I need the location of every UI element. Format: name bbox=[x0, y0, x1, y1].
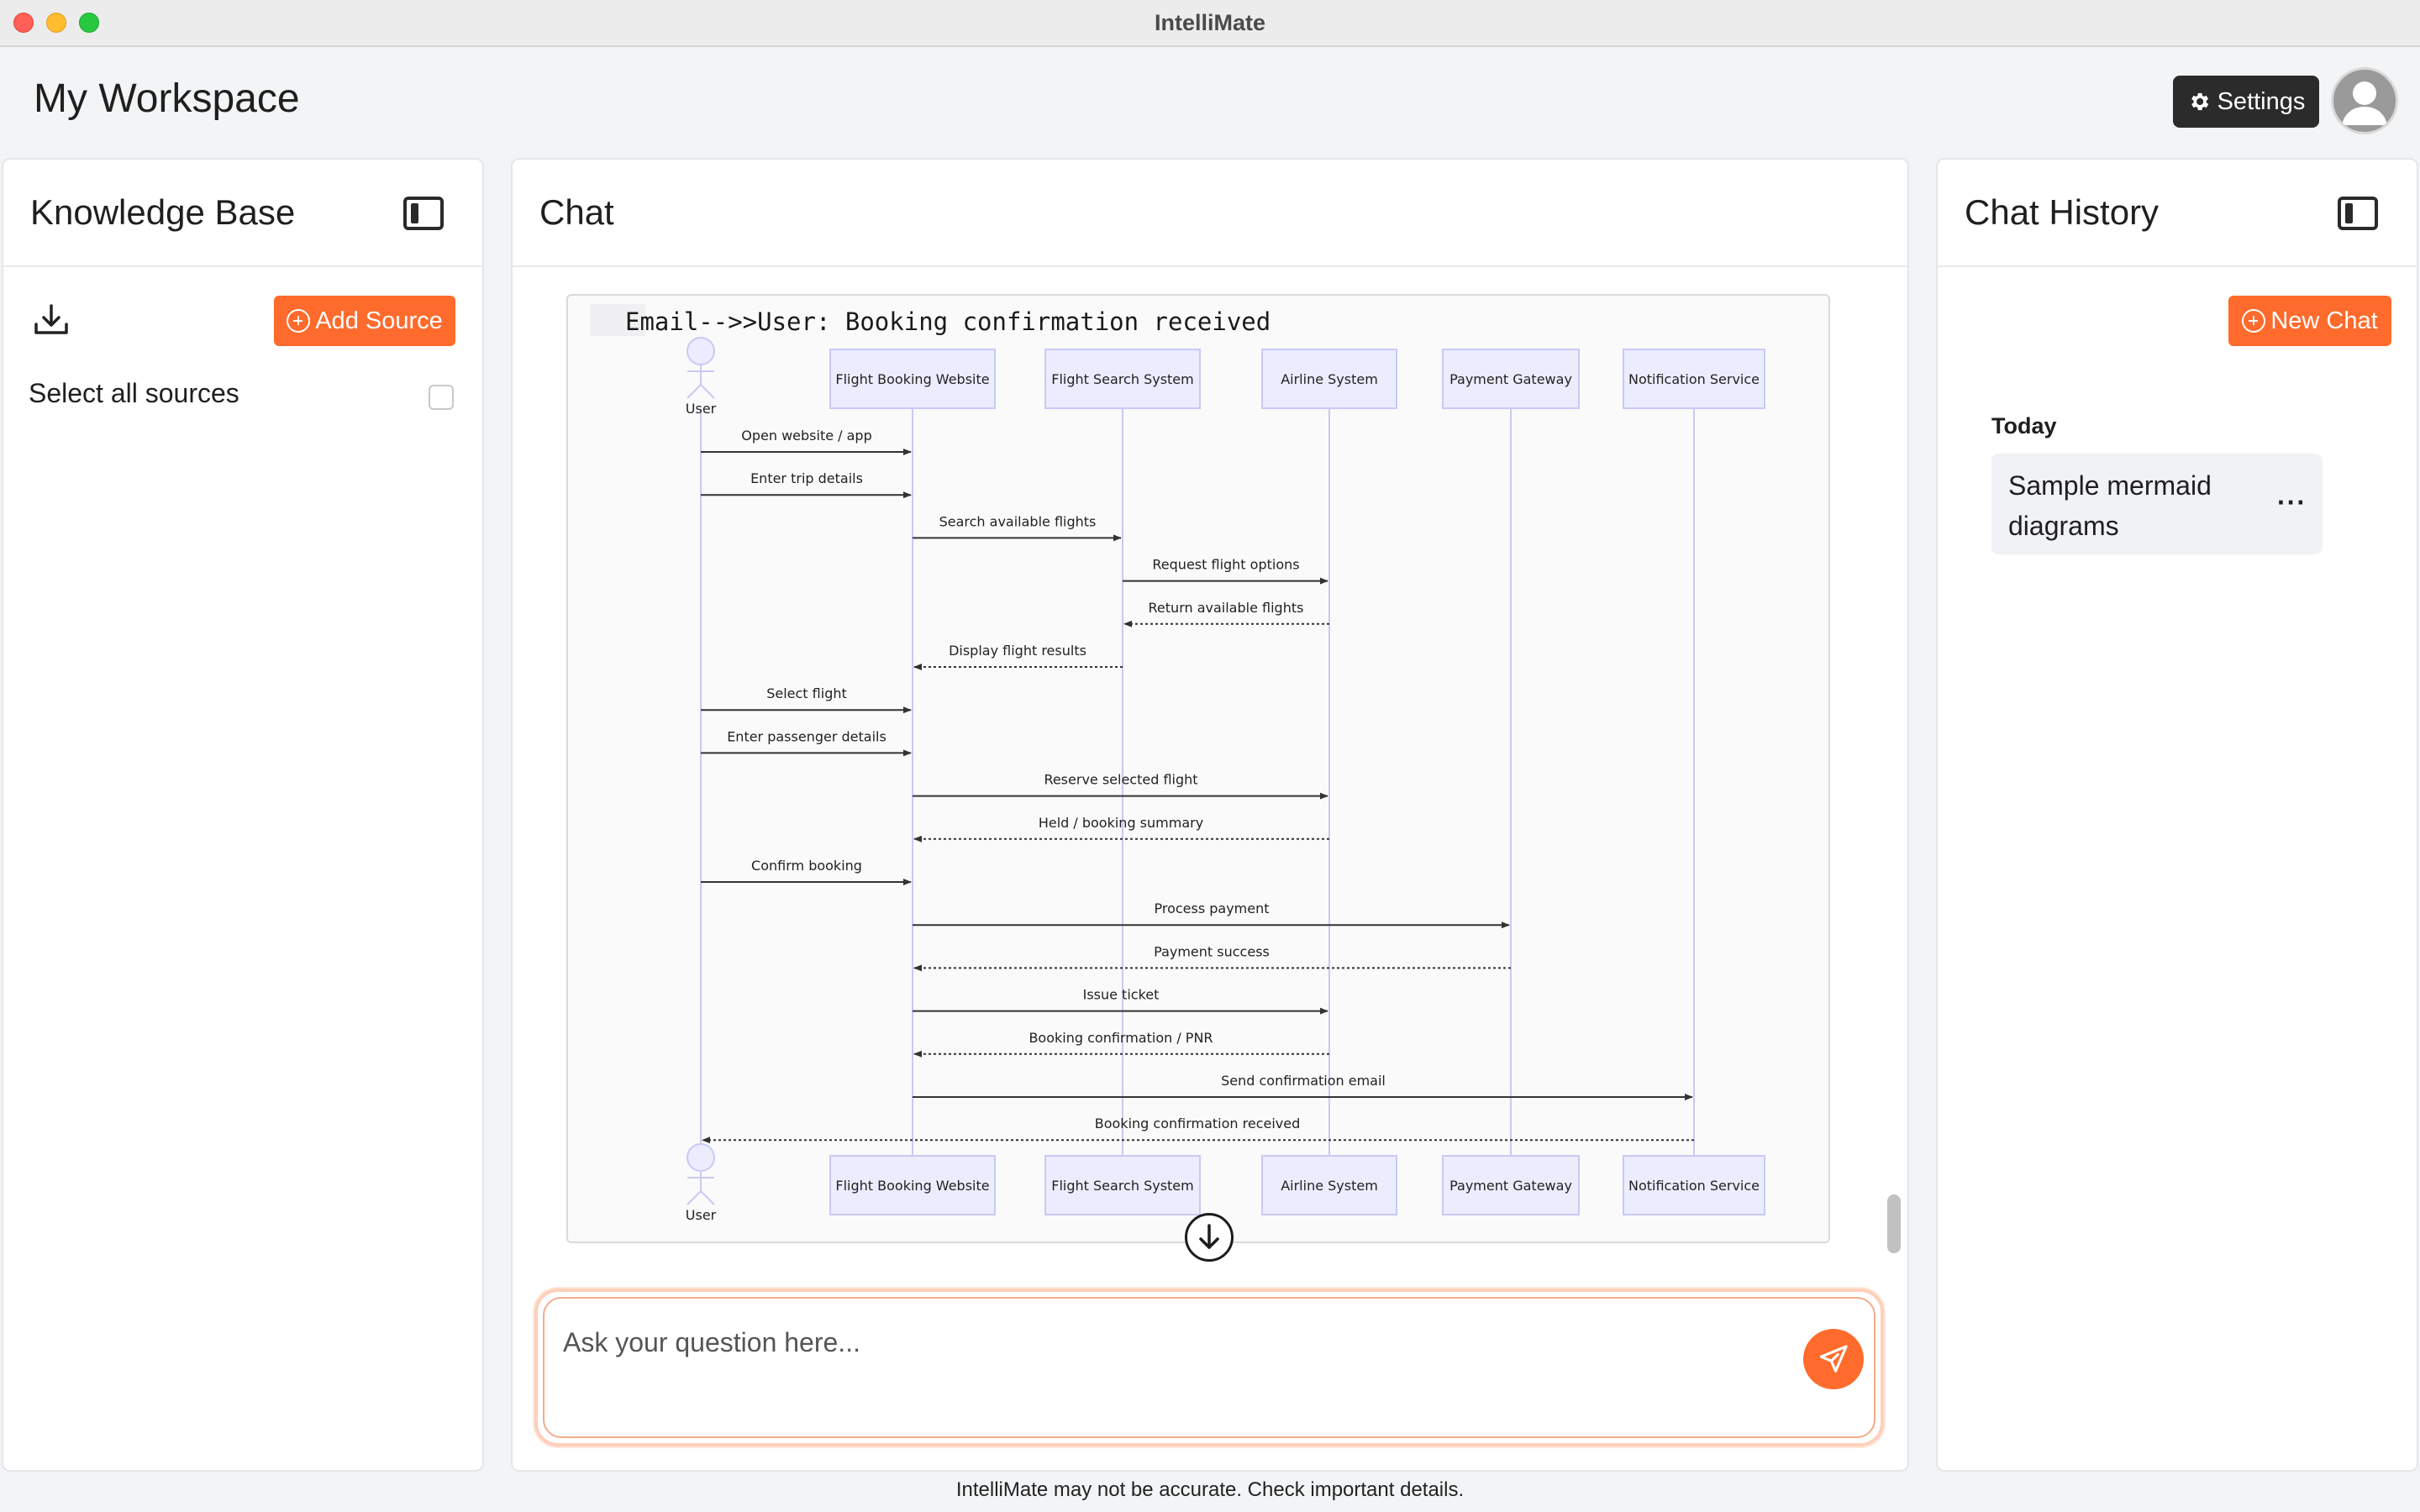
participant-label-bottom-4: Notification Service bbox=[1628, 1178, 1760, 1194]
select-all-label: Select all sources bbox=[29, 378, 239, 408]
add-circle-icon bbox=[2242, 309, 2266, 333]
participant-box-bottom-2 bbox=[1261, 1155, 1397, 1215]
settings-button[interactable]: Settings bbox=[2173, 76, 2319, 128]
actor-user-top-leg-left bbox=[687, 384, 702, 399]
maximize-window-button[interactable] bbox=[79, 13, 99, 33]
new-chat-button[interactable]: New Chat bbox=[2228, 296, 2391, 346]
chat-history-title: Chat History bbox=[1965, 192, 2160, 232]
participant-label-bottom-1: Flight Search System bbox=[1051, 1178, 1193, 1194]
message-label-15: Send confirmation email bbox=[1221, 1073, 1386, 1089]
actor-user-bottom-leg-left bbox=[687, 1190, 702, 1205]
knowledge-base-panel: Knowledge Base bbox=[2, 158, 484, 1472]
message-label-11: Process payment bbox=[1154, 900, 1269, 916]
participant-box-top-2 bbox=[1261, 349, 1397, 409]
window-controls bbox=[13, 13, 99, 33]
more-options-icon[interactable]: ··· bbox=[2277, 487, 2307, 517]
question-input-box bbox=[534, 1289, 1884, 1446]
participant-label-bottom-0: Flight Booking Website bbox=[835, 1178, 989, 1194]
message-label-4: Return available flights bbox=[1149, 600, 1304, 616]
participant-label-bottom-3: Payment Gateway bbox=[1449, 1178, 1572, 1194]
chat-history-header: Chat History bbox=[1938, 160, 2417, 267]
message-label-3: Request flight options bbox=[1152, 557, 1299, 573]
gear-icon bbox=[2191, 92, 2208, 111]
collapse-panel-icon[interactable] bbox=[2338, 197, 2378, 230]
participant-box-top-0 bbox=[829, 349, 996, 409]
close-window-button[interactable] bbox=[13, 13, 34, 33]
message-label-10: Confirm booking bbox=[751, 858, 862, 874]
new-chat-label: New Chat bbox=[2270, 307, 2378, 334]
participant-box-top-1 bbox=[1044, 349, 1201, 409]
message-label-13: Issue ticket bbox=[1083, 987, 1160, 1003]
settings-button-label: Settings bbox=[2217, 87, 2306, 115]
message-label-14: Booking confirmation / PNR bbox=[1028, 1030, 1213, 1046]
scroll-to-bottom-button[interactable] bbox=[1185, 1213, 1234, 1262]
window-title: IntelliMate bbox=[1154, 9, 1266, 35]
question-input[interactable] bbox=[563, 1317, 1739, 1368]
select-all-checkbox[interactable] bbox=[429, 385, 454, 410]
participant-box-top-4 bbox=[1623, 349, 1765, 409]
history-item[interactable]: Sample mermaid diagrams ··· bbox=[1991, 454, 2323, 554]
message-label-6: Select flight bbox=[766, 685, 847, 701]
code-line-text: Email-->>User: Booking confirmation rece… bbox=[625, 307, 1271, 336]
message-label-2: Search available flights bbox=[939, 513, 1097, 529]
actor-user-bottom-label: User bbox=[686, 1207, 717, 1223]
participant-box-top-3 bbox=[1442, 349, 1580, 409]
workspace-title: My Workspace bbox=[34, 76, 300, 121]
message-label-9: Held / booking summary bbox=[1039, 815, 1203, 831]
send-button[interactable] bbox=[1803, 1329, 1864, 1389]
history-item-title: Sample mermaid diagrams bbox=[2008, 470, 2212, 541]
participant-label-top-0: Flight Booking Website bbox=[835, 371, 989, 387]
minimize-window-button[interactable] bbox=[46, 13, 66, 33]
history-group-today: Today bbox=[1991, 413, 2057, 438]
knowledge-base-title: Knowledge Base bbox=[30, 192, 296, 232]
participant-label-top-2: Airline System bbox=[1281, 371, 1378, 387]
participant-box-bottom-1 bbox=[1044, 1155, 1201, 1215]
participant-label-top-1: Flight Search System bbox=[1051, 371, 1193, 387]
user-avatar[interactable] bbox=[2331, 67, 2398, 134]
message-label-8: Reserve selected flight bbox=[1044, 772, 1197, 788]
send-icon bbox=[1819, 1345, 1848, 1373]
code-line: Email-->>User: Booking confirmation rece… bbox=[590, 304, 1270, 336]
actor-user-top-head bbox=[687, 337, 715, 365]
participant-label-top-4: Notification Service bbox=[1628, 371, 1760, 387]
arrow-down-icon bbox=[1199, 1224, 1219, 1249]
knowledge-base-header: Knowledge Base bbox=[3, 160, 482, 267]
download-icon[interactable] bbox=[32, 301, 71, 339]
actor-user-bottom-leg-right bbox=[700, 1190, 715, 1205]
chat-header: Chat bbox=[513, 160, 1907, 267]
actor-user-bottom-head bbox=[687, 1143, 715, 1172]
actor-user-top-leg-right bbox=[700, 384, 715, 399]
chat-history-panel: Chat History bbox=[1936, 158, 2418, 1472]
message-label-7: Enter passenger details bbox=[727, 728, 886, 744]
message-label-1: Enter trip details bbox=[750, 470, 863, 486]
participant-box-bottom-4 bbox=[1623, 1155, 1765, 1215]
chat-scrollbar-thumb[interactable] bbox=[1887, 1194, 1901, 1253]
add-source-button[interactable]: Add Source bbox=[274, 296, 455, 346]
add-source-label: Add Source bbox=[315, 307, 443, 334]
disclaimer-text: IntelliMate may not be accurate. Check i… bbox=[955, 1478, 1465, 1501]
add-circle-icon bbox=[287, 309, 311, 333]
window-titlebar: IntelliMate bbox=[0, 0, 2420, 47]
collapse-panel-icon[interactable] bbox=[403, 197, 444, 230]
chat-title: Chat bbox=[539, 192, 614, 232]
message-label-16: Booking confirmation received bbox=[1095, 1116, 1301, 1131]
participant-label-top-3: Payment Gateway bbox=[1449, 371, 1572, 387]
participant-box-bottom-0 bbox=[829, 1155, 996, 1215]
chat-message-area[interactable]: Email-->>User: Booking confirmation rece… bbox=[566, 294, 1830, 1243]
user-icon bbox=[2342, 81, 2387, 125]
actor-user-top-label: User bbox=[686, 401, 717, 417]
message-label-12: Payment success bbox=[1154, 943, 1270, 959]
message-label-0: Open website / app bbox=[741, 428, 871, 444]
message-label-5: Display flight results bbox=[949, 643, 1086, 659]
question-input-frame bbox=[543, 1297, 1876, 1438]
participant-box-bottom-3 bbox=[1442, 1155, 1580, 1215]
participant-label-bottom-2: Airline System bbox=[1281, 1178, 1378, 1194]
